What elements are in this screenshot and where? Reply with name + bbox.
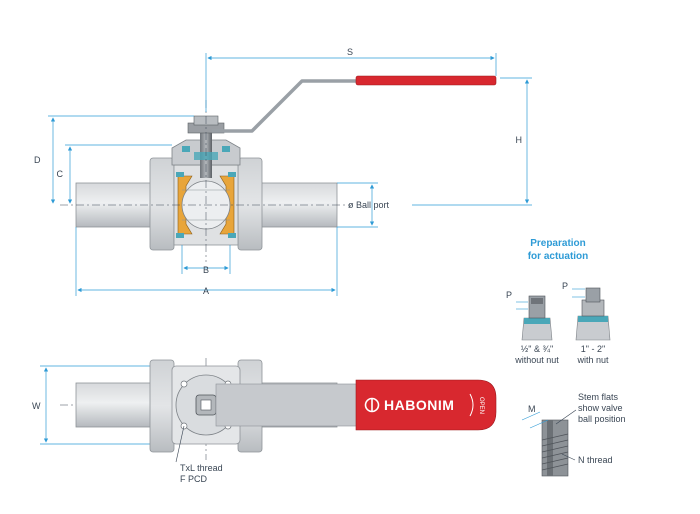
- dim-d-label: D: [34, 155, 41, 165]
- large-size-label: 1" - 2": [581, 344, 605, 354]
- stem-flats-line1: Stem flats: [578, 392, 619, 402]
- top-handle-shaft: [215, 383, 361, 427]
- habonim-logo-icon: [364, 397, 380, 413]
- f-pcd-label: F PCD: [180, 474, 208, 484]
- stem-flats-line3: ball position: [578, 414, 626, 424]
- handle-grip: [355, 75, 497, 86]
- dim-c-label: C: [57, 169, 64, 179]
- dim-w-label: W: [32, 401, 41, 411]
- top-view: HABONIM OPEN: [75, 359, 497, 453]
- dim-a-label: A: [203, 286, 209, 296]
- top-end-cap-left: [149, 359, 175, 453]
- large-p-dimension: [572, 288, 585, 298]
- small-p-dimension: [516, 301, 528, 310]
- stem-flats-line2: show valve: [578, 403, 623, 413]
- small-size-label: ½" & ¾": [521, 344, 553, 354]
- brand-name: HABONIM: [384, 397, 454, 413]
- ball-port-label: ø Ball port: [348, 200, 390, 210]
- txl-thread-label: TxL thread: [180, 463, 223, 473]
- top-handle-grip: [355, 379, 497, 431]
- small-nut-label: without nut: [514, 355, 559, 365]
- large-nut-label: with nut: [576, 355, 609, 365]
- seal-ring-left: [176, 172, 184, 177]
- open-mark: OPEN: [478, 397, 484, 414]
- stem-flats-detail: [541, 419, 569, 477]
- seal-ring-left-low: [176, 233, 184, 238]
- small-p-label: P: [506, 290, 512, 300]
- actuation-title-line1: Preparation: [530, 238, 586, 249]
- seal-ring-right-low: [228, 233, 236, 238]
- stem-detail-small: [521, 295, 553, 341]
- dim-b-label: B: [203, 265, 209, 275]
- front-section-view: [75, 75, 497, 251]
- top-view-leaders: [175, 425, 185, 463]
- end-cap-left: [149, 157, 175, 251]
- n-thread-label: N thread: [578, 455, 613, 465]
- handle-lever: [212, 79, 358, 133]
- end-cap-right: [237, 157, 263, 251]
- dimension-labels: S H D C B A W ø Ball port: [32, 47, 522, 411]
- stem-detail-large: [575, 287, 611, 341]
- seal-ring-right: [228, 172, 236, 177]
- m-label: M: [528, 404, 536, 414]
- large-p-label: P: [562, 281, 568, 291]
- dim-s-label: S: [347, 47, 353, 57]
- dim-h-label: H: [516, 135, 523, 145]
- dimension-lines: [40, 53, 532, 445]
- stem-leaders: [555, 409, 577, 461]
- m-dimension: [521, 411, 549, 429]
- actuation-title-line2: for actuation: [528, 251, 589, 262]
